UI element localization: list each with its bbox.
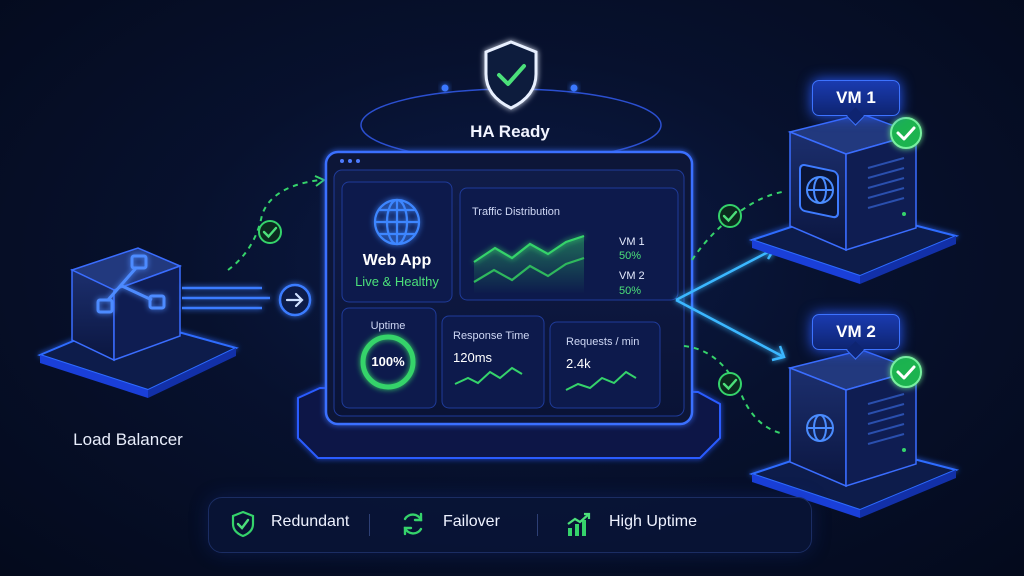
vm1-health-icon (890, 117, 922, 149)
uptime-title: Uptime (370, 320, 406, 332)
traffic-vm1-share: 50% (619, 250, 642, 262)
web-app-status: Live & Healthy (355, 274, 439, 289)
healthy-link (683, 345, 785, 435)
load-balancer-node (37, 247, 239, 398)
shield-check-icon (484, 40, 538, 110)
growth-chart-icon (567, 512, 591, 536)
legend-high-uptime: High Uptime (609, 513, 698, 530)
requests-sparkline (565, 370, 637, 391)
traffic-chart (473, 234, 585, 294)
traffic-vm1-name: VM 1 (619, 236, 645, 248)
ha-ready-label: HA Ready (470, 122, 550, 141)
globe-icon (806, 176, 834, 204)
check-badge-icon (258, 220, 282, 244)
shield-check-icon (231, 510, 255, 538)
traffic-vm2-name: VM 2 (619, 270, 645, 282)
healthy-link-arrow (314, 175, 326, 187)
healthy-link (691, 191, 783, 261)
globe-icon (373, 198, 421, 246)
traffic-vm2-share: 50% (619, 285, 642, 297)
legend-redundant: Redundant (271, 513, 350, 530)
response-sparkline (454, 366, 523, 385)
legend-divider (537, 514, 538, 536)
uptime-ring (360, 334, 416, 390)
lb-connectors (182, 283, 312, 317)
traffic-title: Traffic Distribution (472, 206, 561, 218)
network-icon (96, 254, 166, 314)
vm2-health-icon (890, 356, 922, 388)
healthy-link (227, 179, 321, 271)
legend-divider (369, 514, 370, 536)
refresh-icon (403, 512, 423, 536)
globe-icon (806, 414, 834, 442)
response-time-value: 120ms (453, 350, 493, 365)
vm2-server (748, 349, 960, 518)
ha-dot (441, 84, 449, 92)
uptime-value: 100% (371, 354, 405, 369)
requests-value: 2.4k (566, 356, 591, 371)
check-badge-icon (718, 204, 742, 228)
vm1-server (748, 113, 960, 284)
legend-failover: Failover (443, 513, 500, 530)
feature-legend: Redundant Failover High Uptime (208, 497, 812, 553)
load-balancer-label: Load Balancer (73, 430, 183, 449)
vm2-tag: VM 2 (812, 314, 900, 350)
vm1-tag: VM 1 (812, 80, 900, 116)
requests-title: Requests / min (566, 336, 640, 348)
check-badge-icon (718, 372, 742, 396)
ha-dot (570, 84, 578, 92)
response-time-title: Response Time (453, 330, 530, 342)
web-app-title: Web App (362, 252, 432, 269)
